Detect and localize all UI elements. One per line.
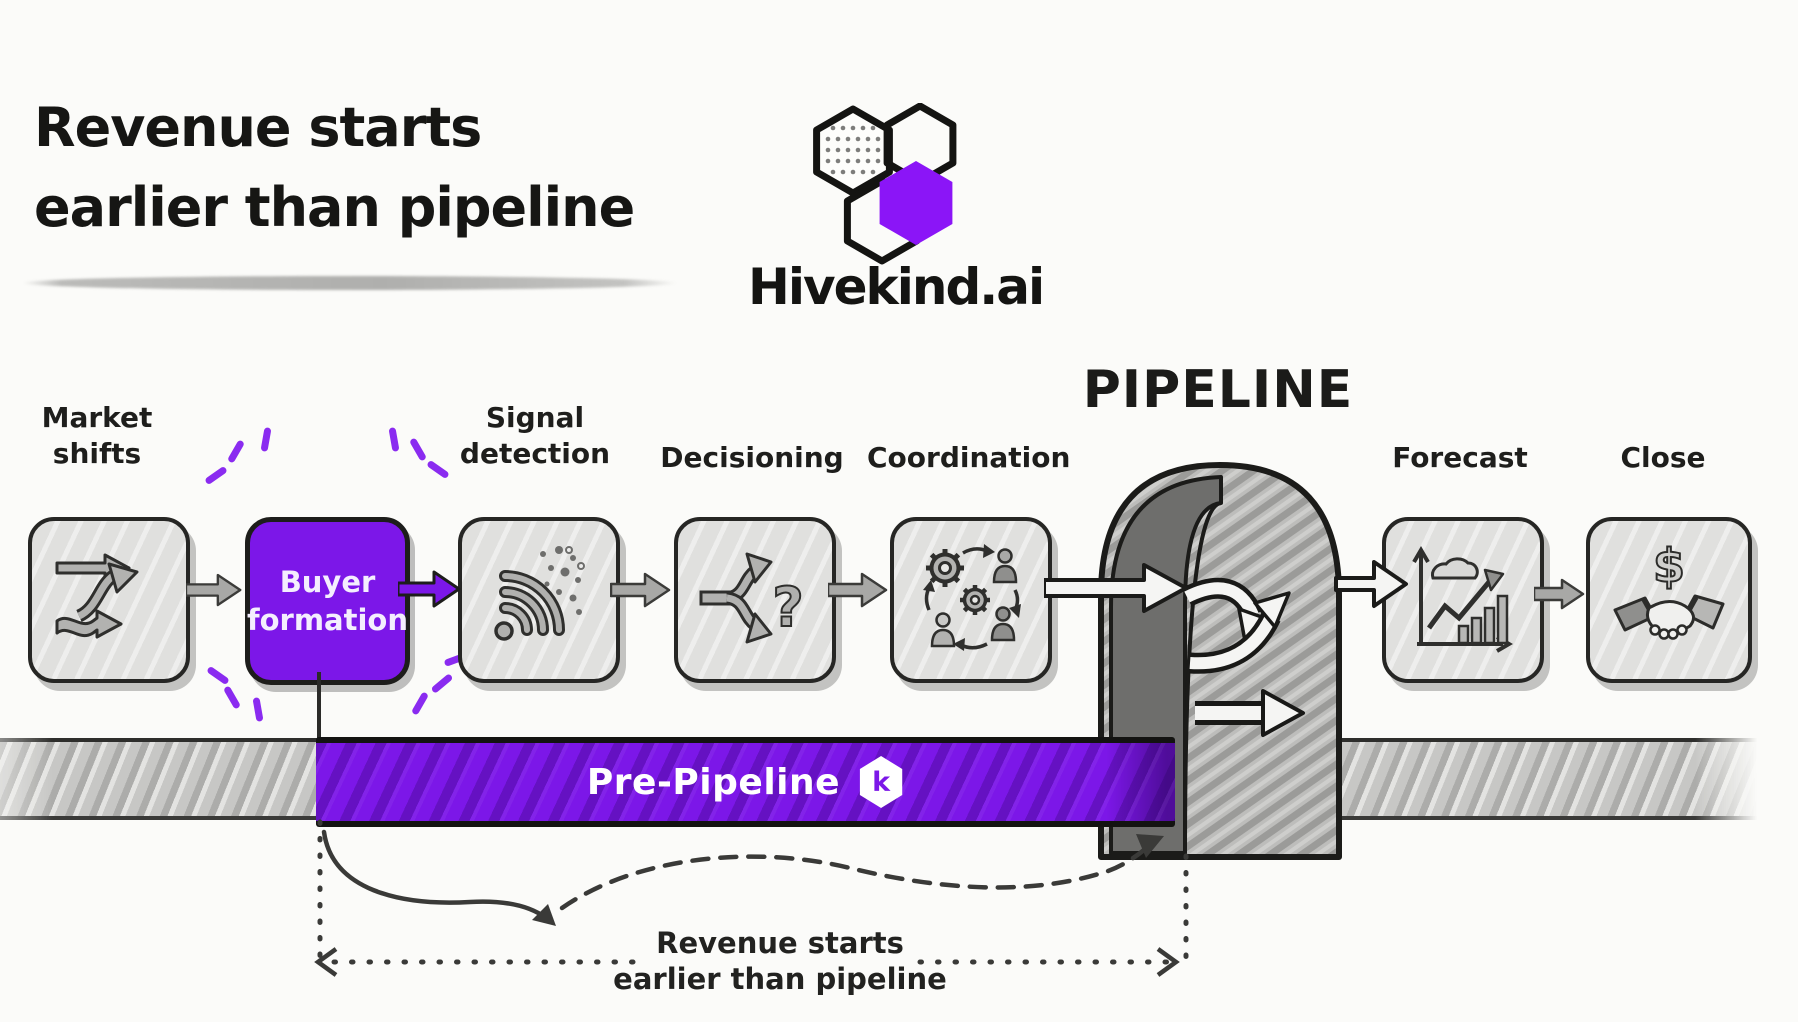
- box-signal-detection: [458, 517, 620, 683]
- question-mark: ?: [772, 576, 803, 639]
- person-icon: [930, 548, 1018, 648]
- curve-arrowhead: [532, 904, 556, 926]
- sparkle-icon: [426, 459, 450, 480]
- label-close: Close: [1620, 441, 1706, 474]
- pipeline-exit-arrow: [1334, 560, 1408, 608]
- flow-arrow: [610, 572, 671, 608]
- title-underline: [22, 276, 677, 290]
- badge-letter: k: [872, 766, 891, 798]
- sparkle-icon: [430, 673, 454, 694]
- sparkle-icon: [226, 439, 246, 464]
- sparkle-icon: [204, 465, 228, 486]
- buyer-formation-connector-line: [317, 672, 321, 738]
- page-title-line1: Revenue starts: [34, 96, 482, 159]
- dollar-handshake-icon: $: [1613, 538, 1725, 640]
- sparkle-icon: [252, 697, 264, 722]
- cloud-icon: [1431, 557, 1479, 580]
- branching-question-icon: ?: [699, 552, 805, 644]
- hivekind-hexagons-icon: [813, 103, 957, 265]
- bar-chart-bars: [1457, 594, 1509, 645]
- curve-from-buyer: [321, 829, 549, 921]
- diverging-arrows-icon: [55, 553, 139, 639]
- radar-signal-icon: [494, 546, 585, 641]
- flow-arrow: [1534, 578, 1585, 610]
- sparkle-icon: [410, 691, 430, 716]
- dashed-curve-to-pipeline: [559, 840, 1155, 911]
- page-title-line2: earlier than pipeline: [34, 176, 635, 239]
- purple-hexagon: [879, 161, 953, 245]
- page-title: Revenue starts earlier than pipeline: [34, 88, 635, 248]
- box-coordination: [890, 517, 1052, 683]
- handshake: [1613, 594, 1725, 640]
- sparkle-icon: [260, 427, 272, 452]
- box-forecast: [1382, 517, 1544, 683]
- sparkle-icon: [408, 437, 428, 462]
- hivekind-logo-wordmark: Hivekind.ai: [748, 258, 1045, 316]
- box-market-shifts: [28, 517, 190, 683]
- pipeline-title: PIPELINE: [1082, 360, 1354, 420]
- flow-arrow-purple: [398, 570, 461, 608]
- label-decisioning: Decisioning: [660, 441, 844, 474]
- hexagon-dot-grid: [825, 125, 881, 175]
- span-arrowhead-right: [1156, 947, 1180, 977]
- dollar-sign: $: [1653, 539, 1685, 593]
- sparkle-icon: [222, 685, 242, 710]
- buyer-formation-text: Buyer formation: [247, 565, 409, 637]
- flow-arrow: [828, 572, 888, 608]
- sparkle-icon: [388, 427, 400, 452]
- span-arrowhead-left: [314, 947, 338, 977]
- pre-pipeline-bar: Pre-Pipeline k: [316, 737, 1175, 827]
- label-coordination: Coordination: [867, 441, 1071, 474]
- gears-people-icon: [923, 544, 1021, 651]
- trend-chart-icon: [1412, 546, 1513, 653]
- pipeline-entry-arrow: [1044, 563, 1188, 613]
- sparkle-icon: [206, 665, 230, 686]
- box-close: $: [1586, 517, 1752, 683]
- pipeline-weaving-arrows: [1182, 577, 1305, 737]
- annotation-caption: Revenue starts earlier than pipeline: [613, 926, 947, 996]
- box-buyer-formation: Buyer formation: [245, 517, 410, 685]
- signal-dots: [540, 546, 582, 615]
- hexagon-badge-icon: k: [859, 756, 903, 808]
- label-forecast: Forecast: [1392, 441, 1528, 474]
- pre-pipeline-label: Pre-Pipeline: [586, 761, 841, 803]
- flow-arrow: [186, 573, 242, 607]
- box-decisioning: ?: [674, 517, 836, 683]
